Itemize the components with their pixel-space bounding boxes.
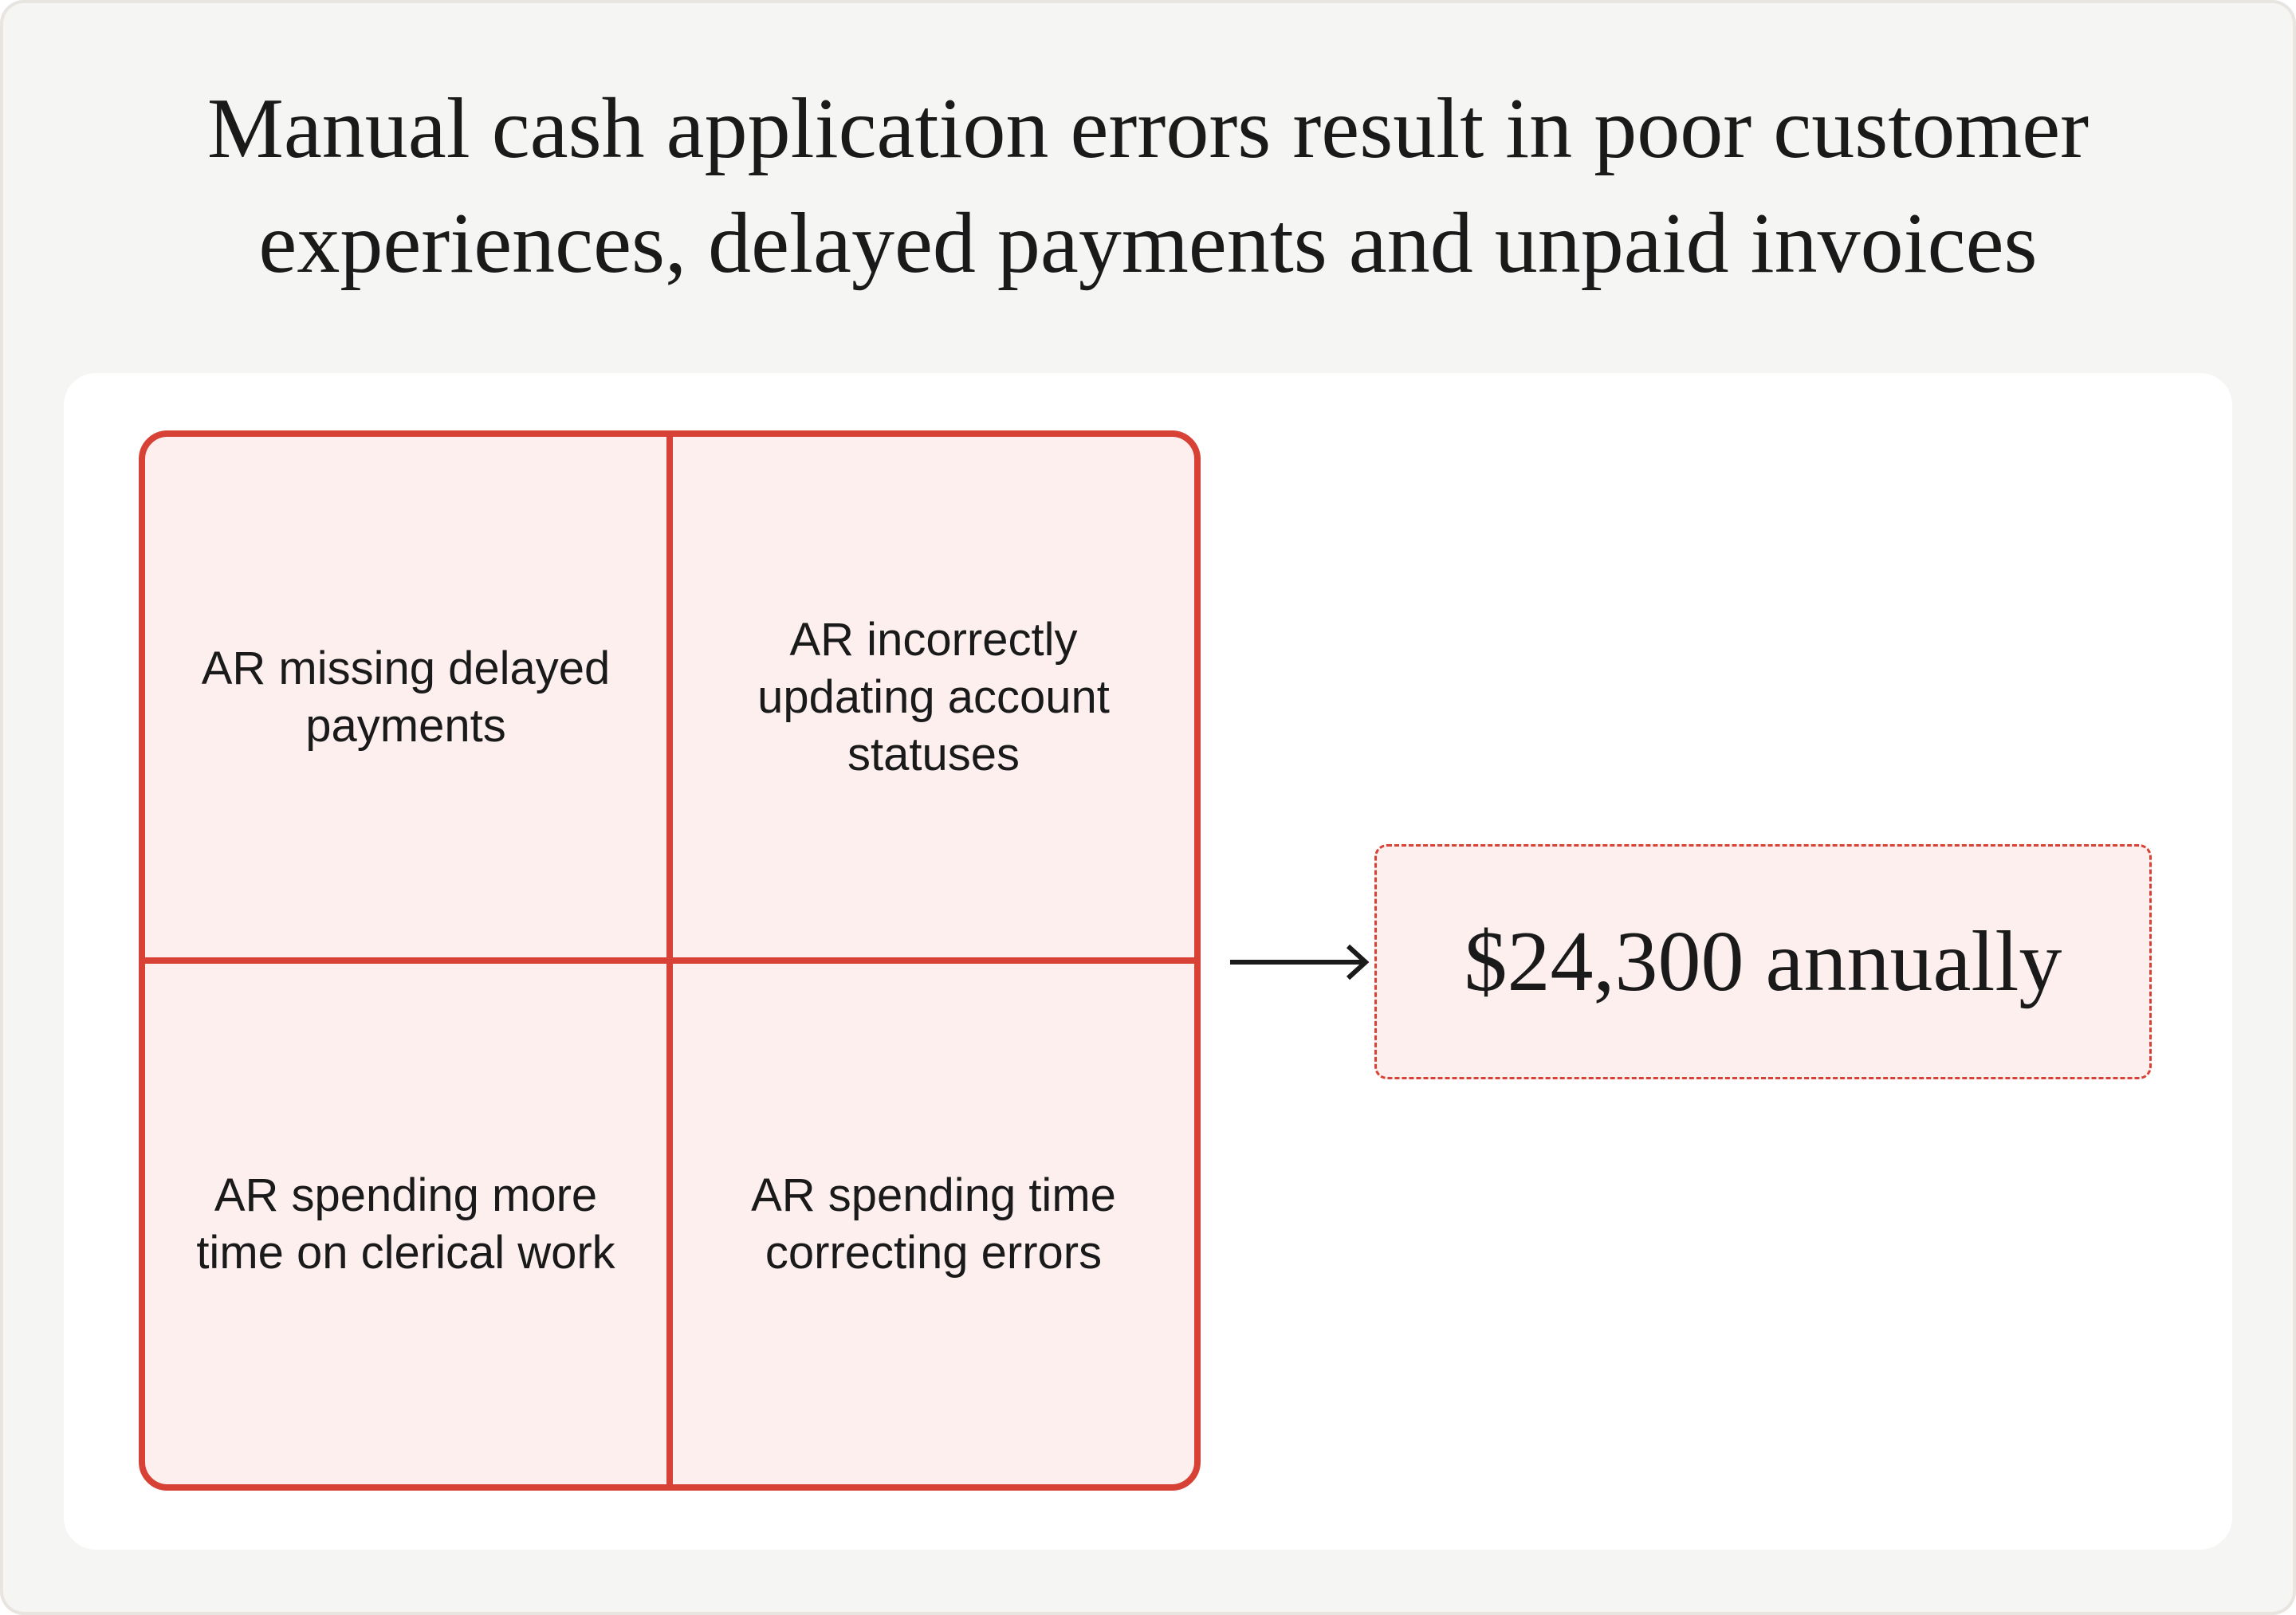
cause-cell-correcting-errors: AR spending time correcting errors <box>751 1169 1116 1279</box>
arrow-right-icon <box>1230 944 1370 980</box>
grid-divider-horizontal <box>145 957 1194 964</box>
cause-cell-clerical-work: AR spending more time on clerical work <box>196 1169 615 1279</box>
page-title: Manual cash application errors result in… <box>0 72 2296 301</box>
causes-grid: AR missing delayed payments AR incorrect… <box>139 430 1201 1491</box>
annual-cost-box: $24,300 annually <box>1374 844 2152 1079</box>
title-line-1: Manual cash application errors result in… <box>206 81 2090 176</box>
annual-cost-label: $24,300 annually <box>1464 914 2062 1009</box>
title-line-2: experiences, delayed payments and unpaid… <box>258 196 2038 291</box>
cause-cell-missing-payments: AR missing delayed payments <box>201 642 611 752</box>
cause-cell-incorrect-statuses: AR incorrectly updating account statuses <box>757 613 1110 780</box>
